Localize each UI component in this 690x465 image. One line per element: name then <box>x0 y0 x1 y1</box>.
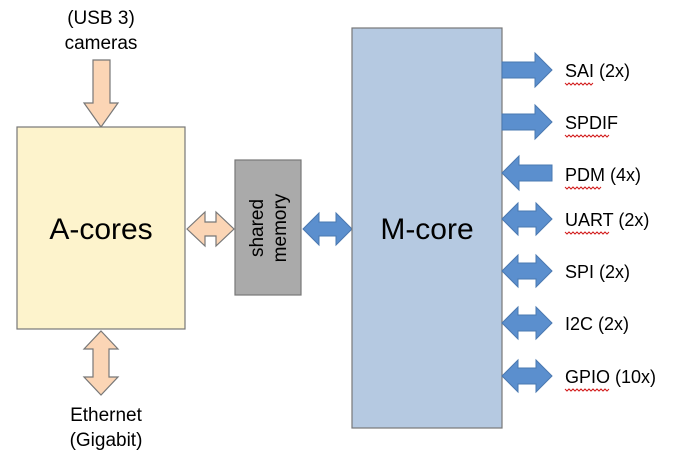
i2c-arrow <box>501 305 553 341</box>
spellcheck-squiggle-sai <box>564 82 594 86</box>
sai-arrow <box>501 51 553 89</box>
peripheral-label-spdif: SPDIF <box>565 113 618 133</box>
m-core-label: M-core <box>380 213 473 246</box>
ethernet-arrow <box>82 330 120 396</box>
spellcheck-squiggle-gpio <box>564 388 610 392</box>
spi-arrow <box>501 253 553 289</box>
a-cores-memory-arrow <box>186 210 235 248</box>
peripheral-label-uart: UART (2x) <box>565 210 649 230</box>
a-cores-label: A-cores <box>49 213 152 246</box>
peripheral-label-sai: SAI (2x) <box>565 61 630 81</box>
gpio-arrow <box>501 358 553 394</box>
spellcheck-squiggle-uart <box>564 231 610 235</box>
ethernet-label-line2: (Gigabit) <box>70 430 143 451</box>
peripheral-label-i2c: I2C (2x) <box>565 314 629 334</box>
cameras-label-line1: (USB 3) <box>67 8 135 29</box>
peripheral-label-pdm: PDM (4x) <box>565 165 641 185</box>
uart-arrow <box>501 201 553 237</box>
shared-memory-block <box>234 159 302 296</box>
peripheral-label-gpio: GPIO (10x) <box>565 367 656 387</box>
ethernet-label-line1: Ethernet <box>70 405 143 426</box>
shared-memory-label-line2: memory <box>270 193 291 262</box>
shared-memory-label-line1: shared <box>247 199 268 257</box>
spellcheck-squiggle-pdm <box>564 186 602 190</box>
memory-m-core-arrow <box>302 211 353 247</box>
cameras-label-line2: cameras <box>65 33 138 54</box>
spdif-arrow <box>501 103 553 141</box>
a-cores-block <box>16 126 186 330</box>
m-core-block <box>351 27 503 429</box>
spellcheck-squiggle-spdif <box>564 134 610 138</box>
pdm-arrow <box>501 154 553 192</box>
camera-input-arrow <box>82 59 120 129</box>
peripheral-label-spi: SPI (2x) <box>565 262 630 282</box>
